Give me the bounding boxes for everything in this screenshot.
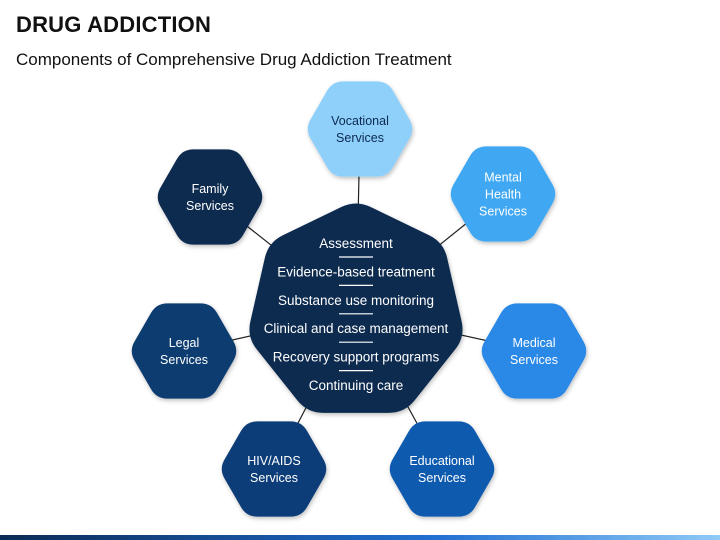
- service-label-text: Family: [192, 182, 230, 196]
- service-label-text: Legal: [169, 336, 200, 350]
- center-item-text: Substance use monitoring: [278, 293, 434, 308]
- service-label-text: Vocational: [331, 114, 389, 128]
- service-hexagon-shape: [307, 81, 413, 177]
- service-hexagon-shape: [481, 303, 587, 399]
- service-hexagon-shape: [157, 149, 263, 245]
- service-label-text: Services: [418, 471, 466, 485]
- service-label-text: Medical: [512, 336, 555, 350]
- center-heptagon-shape: [249, 203, 463, 413]
- service-label-text: Mental: [484, 171, 522, 185]
- service-label-text: Services: [479, 205, 527, 219]
- center-item-text: Clinical and case management: [264, 321, 449, 336]
- page-title: DRUG ADDICTION: [16, 12, 212, 37]
- center-item-text: Recovery support programs: [273, 350, 440, 365]
- service-label-text: Services: [186, 199, 234, 213]
- service-label-text: Services: [250, 471, 298, 485]
- service-hexagon-shape: [131, 303, 237, 399]
- center-item-text: Evidence-based treatment: [277, 264, 435, 279]
- service-label-text: HIV/AIDS: [247, 454, 301, 468]
- page-subtitle: Components of Comprehensive Drug Addicti…: [16, 50, 452, 69]
- service-label-text: Services: [160, 353, 208, 367]
- service-hexagon-hiv-aids: HIV/AIDS Services: [221, 421, 327, 517]
- bottom-accent-bar: [0, 535, 720, 540]
- center-item-text: Assessment: [319, 236, 393, 251]
- service-label-text: Educational: [409, 454, 474, 468]
- service-label-text: Services: [510, 353, 558, 367]
- center-item-text: Continuing care: [309, 378, 404, 393]
- service-hexagons: VocationalServicesMentalHealthServicesMe…: [131, 81, 587, 517]
- service-hexagon-shape: [221, 421, 327, 517]
- service-hexagon-shape: [389, 421, 495, 517]
- service-hexagon-shape: [450, 146, 556, 242]
- service-label-text: Health: [485, 188, 521, 202]
- service-label-text: Services: [336, 131, 384, 145]
